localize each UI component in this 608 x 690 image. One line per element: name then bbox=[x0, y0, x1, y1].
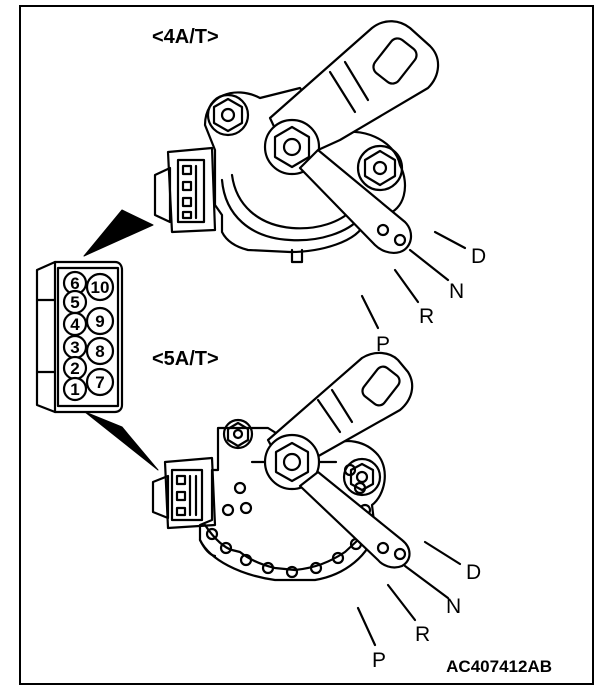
center-nut-5at bbox=[250, 433, 338, 491]
detent-sector-4at bbox=[220, 178, 362, 242]
switch-body-4at bbox=[203, 86, 407, 254]
pin-label: 2 bbox=[70, 359, 79, 378]
connector-pin-face: 6 5 4 3 2 1 10 9 8 7 bbox=[35, 260, 124, 414]
pin-label: 4 bbox=[70, 315, 80, 334]
pin-label: 7 bbox=[95, 373, 104, 392]
leader-r-5at bbox=[386, 583, 417, 622]
leader-d-4at bbox=[433, 230, 467, 250]
switch-5at: <5A/T> bbox=[151, 348, 481, 672]
position-d-5at: D bbox=[466, 561, 481, 584]
pin-label: 8 bbox=[95, 342, 104, 361]
bolt-right-4at bbox=[356, 144, 404, 192]
center-nut-4at bbox=[263, 118, 321, 176]
bolt-left-4at bbox=[206, 93, 250, 137]
leader-n-5at bbox=[403, 564, 450, 600]
position-r-5at: R bbox=[415, 623, 430, 646]
position-r-4at: R bbox=[419, 305, 434, 328]
position-n-4at: N bbox=[449, 280, 464, 303]
pointer-arm-5at bbox=[298, 470, 411, 569]
position-p-4at: P bbox=[376, 333, 390, 356]
switch-4at: <4A/T> bbox=[152, 20, 486, 356]
label-5at: <5A/T> bbox=[152, 348, 219, 370]
leader-n-4at bbox=[408, 248, 450, 282]
position-d-4at: D bbox=[471, 245, 486, 268]
pin-label: 3 bbox=[70, 338, 79, 357]
pin-label: 1 bbox=[70, 380, 79, 399]
bolt-right-5at bbox=[342, 457, 382, 497]
pin-label: 9 bbox=[95, 312, 104, 331]
manual-lever-5at bbox=[266, 351, 414, 464]
label-4at: <4A/T> bbox=[152, 26, 219, 48]
leader-p-4at bbox=[360, 294, 380, 330]
figure-id: AC407412AB bbox=[446, 657, 552, 676]
diagram-frame bbox=[19, 5, 594, 685]
leader-r-4at bbox=[393, 268, 420, 304]
leader-d-5at bbox=[423, 540, 462, 566]
callout-wedge-upper bbox=[83, 209, 154, 257]
leader-p-5at bbox=[356, 606, 377, 647]
callout-wedge-lower bbox=[84, 411, 159, 471]
pin-label: 6 bbox=[70, 274, 79, 293]
pointer-arm-4at bbox=[298, 148, 413, 254]
pin-label: 10 bbox=[91, 278, 110, 297]
pin-label: 5 bbox=[70, 293, 79, 312]
position-p-5at: P bbox=[372, 649, 386, 672]
position-n-5at: N bbox=[446, 595, 461, 618]
connector-housing-4at bbox=[153, 146, 217, 234]
bolt-left-5at bbox=[222, 418, 254, 450]
detent-plate-5at bbox=[203, 523, 370, 572]
manual-lever-4at bbox=[268, 20, 440, 152]
connector-housing-5at bbox=[151, 456, 217, 530]
